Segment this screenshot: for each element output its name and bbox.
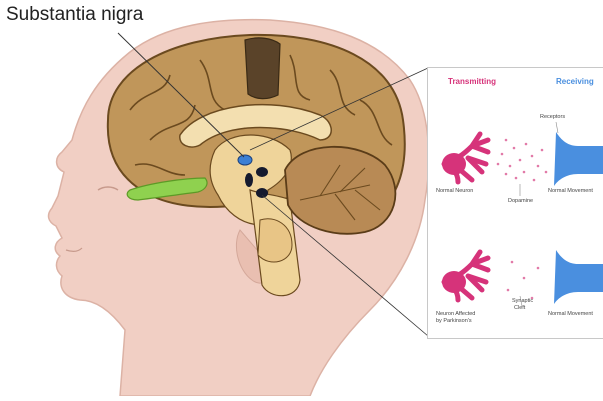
substantia-nigra-label: Substantia nigra	[6, 4, 143, 26]
transmitting-header: Transmitting	[448, 77, 496, 86]
dopamine-dots-top	[497, 139, 548, 182]
neuron-affected-label-1: Neuron Affected	[436, 311, 475, 318]
dopamine-label: Dopamine	[508, 198, 533, 205]
dopamine-dots-bottom	[507, 261, 540, 300]
affected-neuron-body	[442, 271, 466, 293]
normal-neuron-body	[442, 153, 466, 175]
synaptic-cleft-label-2: Cleft	[514, 305, 525, 312]
substantia-nigra-dark-1	[256, 167, 268, 177]
receiving-terminal-top	[554, 132, 603, 186]
normal-movement-label-top: Normal Movement	[548, 188, 593, 195]
central-fold	[245, 38, 280, 99]
receiving-terminal-bottom	[554, 250, 603, 304]
neuron-affected-label-2: by Parkinson's	[436, 318, 472, 325]
cerebellum	[285, 147, 395, 234]
synapse-inset-panel: Transmitting Receiving Receptors Normal …	[427, 67, 603, 339]
receiving-header: Receiving	[556, 77, 594, 86]
substantia-nigra-blue	[238, 155, 252, 165]
receptors-pointer	[556, 122, 558, 133]
synaptic-cleft-label-1: Synaptic	[512, 298, 533, 305]
receptors-label: Receptors	[540, 114, 565, 121]
normal-neuron-label: Normal Neuron	[436, 188, 473, 195]
substantia-nigra-dark-3	[256, 188, 268, 198]
normal-movement-label-bottom: Normal Movement	[548, 311, 593, 318]
substantia-nigra-dark-2	[245, 173, 253, 187]
